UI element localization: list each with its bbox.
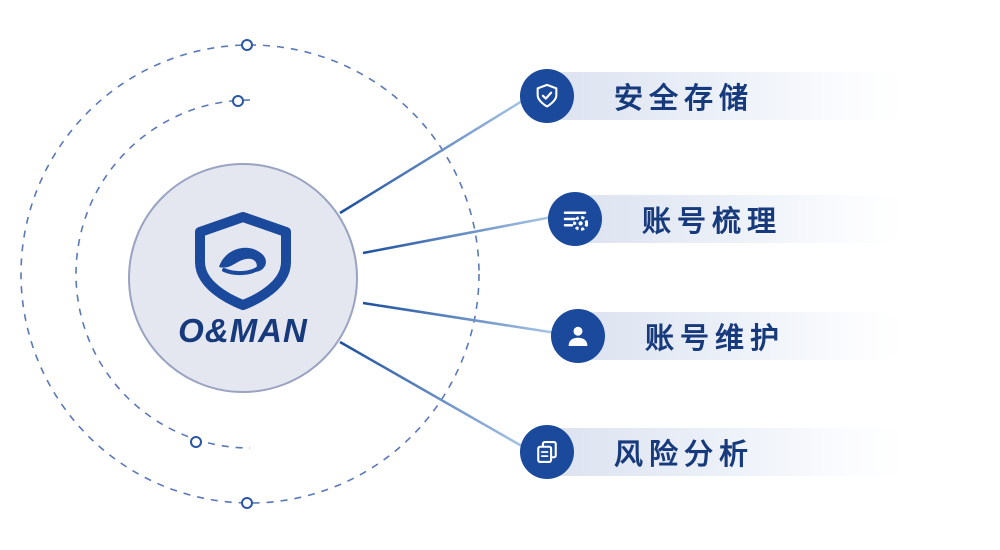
documents-icon	[520, 425, 574, 479]
brand-circle: O&MAN	[128, 163, 358, 393]
shield-wave-logo	[195, 212, 291, 310]
inner-dashed-orbit	[75, 99, 251, 449]
orbit-dot	[190, 436, 202, 448]
user-icon	[551, 309, 605, 363]
feature-label: 安全存储	[614, 83, 755, 115]
orbit-dot	[241, 497, 253, 509]
orbit-dot	[241, 39, 253, 51]
shield-check-icon	[520, 69, 574, 123]
list-gear-icon	[548, 192, 602, 246]
orbit-dot	[232, 95, 244, 107]
feature-item-risk-analysis: 风险分析	[520, 425, 908, 479]
feature-label: 风险分析	[614, 439, 755, 471]
connector-line-2	[362, 215, 553, 255]
feature-item-account-sorting: 账号梳理	[548, 192, 906, 246]
feature-label: 账号梳理	[642, 206, 783, 238]
feature-item-account-maintenance: 账号维护	[551, 309, 906, 363]
connector-line-4	[339, 340, 528, 451]
connector-line-3	[362, 301, 557, 335]
brand-name: O&MAN	[178, 312, 308, 349]
feature-label: 账号维护	[645, 323, 786, 355]
feature-item-secure-storage: 安全存储	[520, 69, 908, 123]
connector-line-1	[339, 96, 528, 215]
